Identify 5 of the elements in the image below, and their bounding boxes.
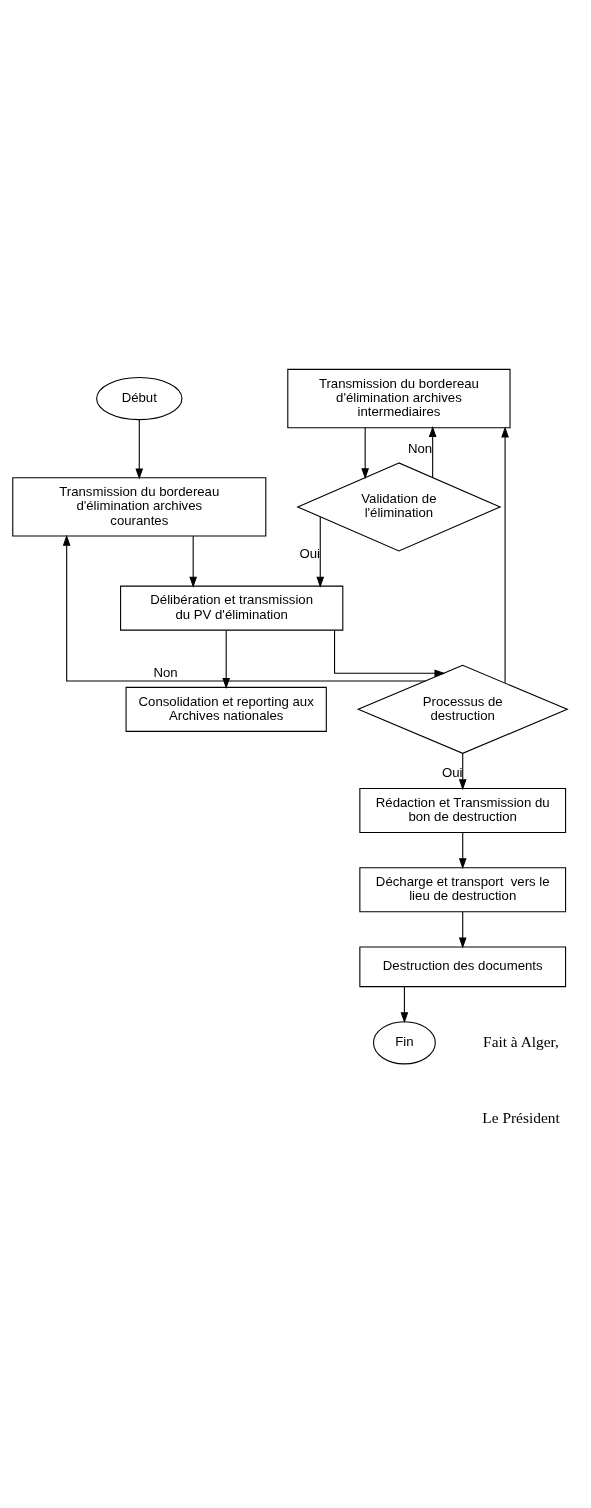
edge-label: Oui <box>442 765 463 781</box>
label: Le Président <box>482 1108 560 1126</box>
edge-label: Non <box>407 441 433 457</box>
label: Fait à Alger, <box>483 1032 559 1050</box>
edge-label: Non <box>153 665 178 681</box>
